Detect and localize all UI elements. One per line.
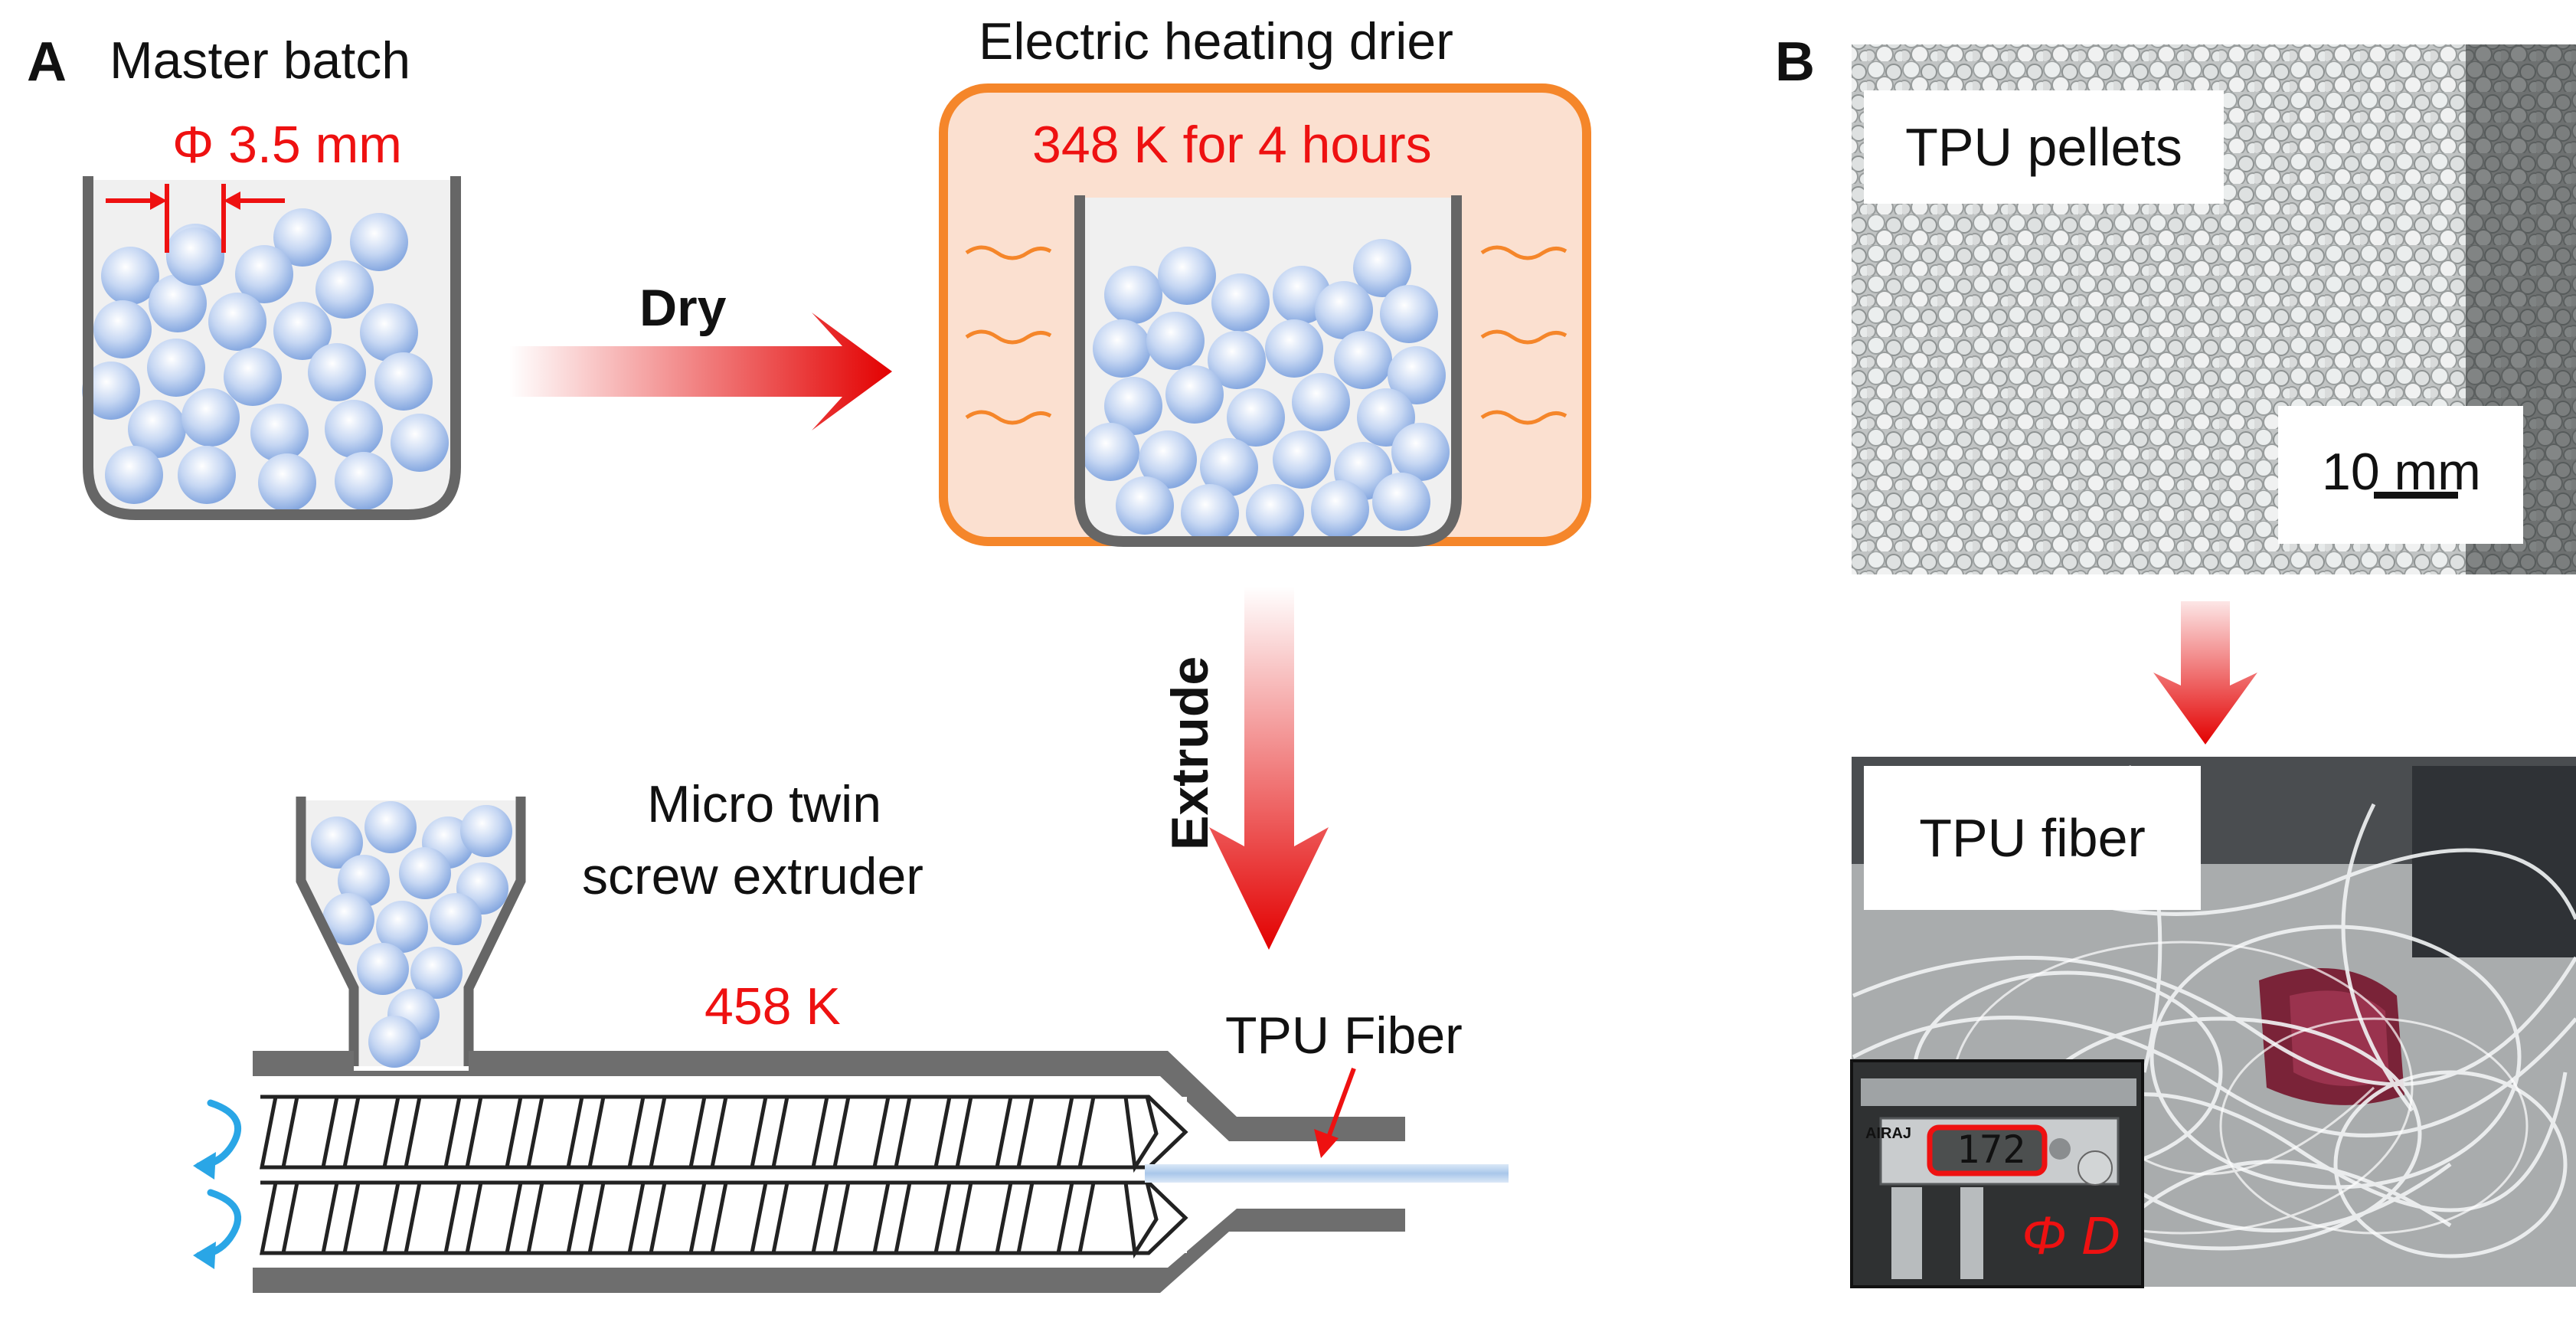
caliper-reading: 172: [1957, 1127, 2026, 1172]
master-batch-vessel: [82, 176, 461, 520]
extruder-title-line2: screw extruder: [582, 847, 924, 905]
twin-screws: [259, 1095, 1188, 1259]
temperature-label: 458 K: [704, 977, 841, 1036]
extrude-label: Extrude: [1161, 656, 1219, 850]
diameter-label: Φ 3.5 mm: [172, 116, 402, 174]
diameter-marker: [106, 184, 285, 253]
heat-wave-icon: [965, 245, 1568, 425]
dry-label: Dry: [639, 279, 727, 337]
extruder-barrel: [253, 1051, 1405, 1293]
pellets-photo-label: TPU pellets: [1864, 90, 2224, 204]
extrude-arrow: [1209, 586, 1329, 950]
tpu-fiber-label: TPU Fiber: [1225, 1006, 1463, 1065]
caliper-brand: AIRAJ: [1865, 1125, 1912, 1142]
gradient-arrow-icon: [2153, 601, 2257, 744]
drier-box: [939, 83, 1591, 547]
scale-bar-label: 10 mm: [2322, 443, 2481, 501]
panel-b-letter: B: [1775, 31, 1815, 93]
drier-title: Electric heating drier: [979, 12, 1453, 70]
rotation-arrow-icon: [193, 1099, 241, 1269]
extruder-title-line1: Micro twin: [647, 775, 882, 833]
phi-d-label: Φ D: [2022, 1206, 2120, 1265]
drier-condition: 348 K for 4 hours: [1032, 116, 1432, 174]
tpu-fiber-photo: [1852, 757, 2576, 1287]
panel-a-letter: A: [27, 31, 67, 93]
caliper-icon: [1850, 1059, 2144, 1288]
hopper: [296, 797, 526, 1068]
dry-arrow: [509, 313, 892, 430]
master-batch-label: Master batch: [110, 31, 411, 90]
tpu-fiber-strand: [1145, 1164, 1509, 1183]
scale-bar: [2278, 406, 2523, 544]
fiber-pointer: [1314, 1067, 1356, 1158]
upper-screw: [259, 1095, 1188, 1173]
lower-screw: [259, 1180, 1188, 1259]
fiber-photo-label: TPU fiber: [1864, 766, 2201, 910]
